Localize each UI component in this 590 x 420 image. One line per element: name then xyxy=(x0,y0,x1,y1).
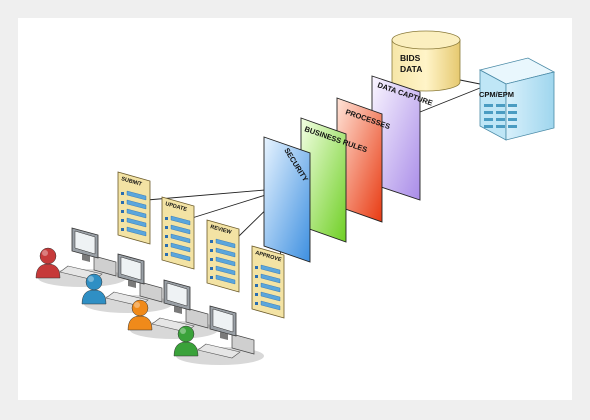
form-submit: SUBMIT xyxy=(117,171,151,245)
layer-data-capture: DATA CAPTURE xyxy=(371,75,434,201)
layer-security: SECURITY xyxy=(263,136,311,263)
monitor-icon xyxy=(71,227,99,262)
form-fields xyxy=(121,190,147,237)
form-label: SUBMIT xyxy=(120,176,143,188)
monitor-icon xyxy=(163,279,191,314)
server-label: CPM/EPM xyxy=(479,90,514,99)
workstation xyxy=(173,305,264,365)
form-approve: APPROVE xyxy=(251,245,285,319)
form-update: UPDATE xyxy=(161,196,195,270)
server-grid xyxy=(484,104,517,128)
workstation xyxy=(35,227,126,287)
monitor-icon xyxy=(209,305,237,340)
workstations xyxy=(35,227,264,365)
database-label-line1: BIDS xyxy=(400,53,421,63)
forms: SUBMIT UPDATE REVIEW APPROVE xyxy=(117,171,285,319)
form-label: REVIEW xyxy=(209,224,232,236)
form-label: UPDATE xyxy=(164,201,187,213)
layer-processes: PROCESSES xyxy=(336,97,391,223)
form-fields xyxy=(255,264,281,311)
user-icon xyxy=(173,325,199,357)
form-fields xyxy=(210,238,236,285)
bids-data-database: BIDS DATA xyxy=(391,30,461,92)
user-icon xyxy=(127,299,153,331)
monitor-icon xyxy=(117,253,145,288)
form-review: REVIEW xyxy=(206,219,240,293)
user-icon xyxy=(35,247,61,279)
form-fields xyxy=(165,215,191,262)
workstation xyxy=(81,253,172,313)
database-label-line2: DATA xyxy=(400,64,422,74)
cpm-epm-server: CPM/EPM xyxy=(478,57,556,141)
user-icon xyxy=(81,273,107,305)
